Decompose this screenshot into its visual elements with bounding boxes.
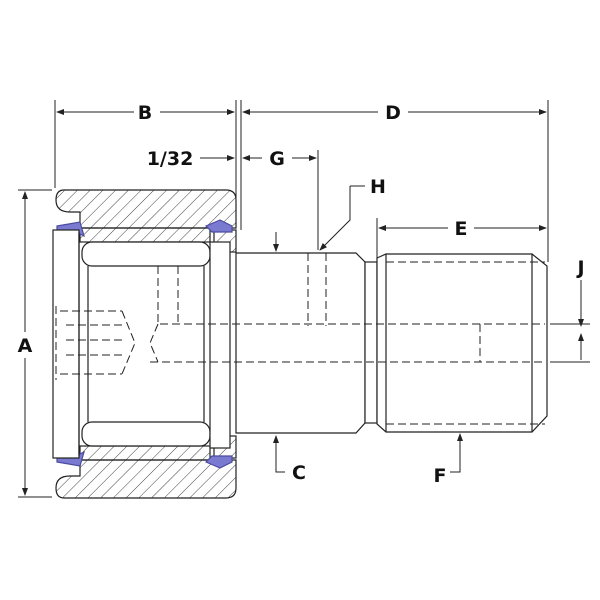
hidden-lines (55, 253, 545, 425)
side-plate (52, 229, 80, 459)
roller-top (81, 241, 211, 267)
stud-thread (376, 253, 548, 433)
stud-shoulder (235, 252, 366, 434)
label-c: C (292, 462, 306, 484)
label-b: B (138, 102, 152, 124)
label-j: J (575, 257, 584, 279)
dimension-lines (18, 100, 590, 498)
label-a: A (18, 335, 33, 357)
label-g: G (269, 148, 285, 170)
label-h: H (370, 176, 386, 198)
stud-neck (364, 261, 378, 424)
roller-bottom (81, 421, 211, 447)
label-d: D (385, 102, 401, 124)
washer (209, 241, 231, 449)
outer-ring (55, 189, 237, 499)
label-clearance: 1/32 (147, 148, 194, 170)
label-f: F (434, 465, 447, 487)
label-e: E (455, 218, 468, 240)
